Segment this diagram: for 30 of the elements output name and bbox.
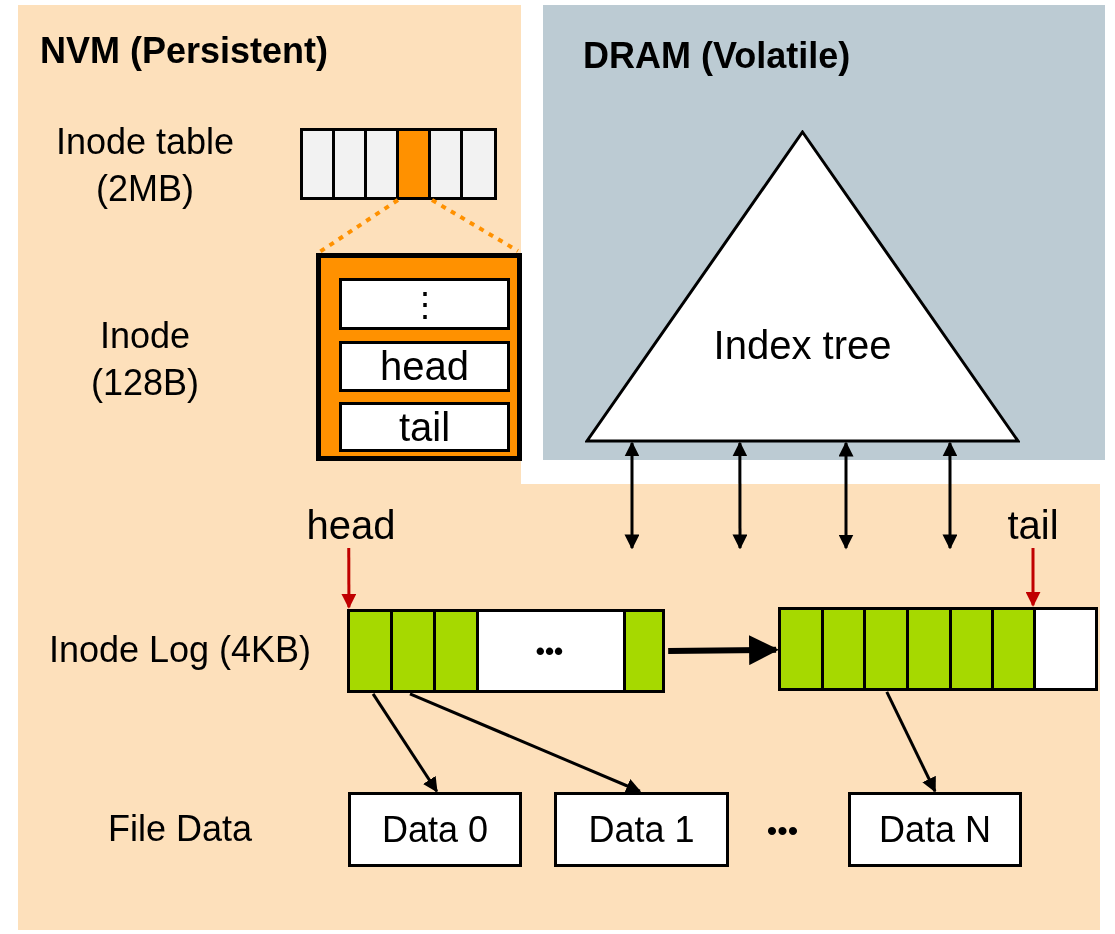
arrow: [409, 692, 642, 793]
data-block: Data N: [848, 792, 1022, 867]
dotted-line: [430, 198, 519, 253]
dram-region: [543, 5, 1105, 460]
arrow: [885, 691, 937, 793]
data-block: Data 0: [348, 792, 522, 867]
arrow: [942, 441, 958, 550]
arrow: [371, 693, 438, 793]
pointer-label: head: [306, 502, 396, 548]
inode-field: tail: [339, 402, 510, 452]
part-label: Inode (128B): [89, 313, 201, 405]
arrow: [838, 441, 854, 550]
arrow: [732, 441, 748, 550]
part-label: Inode table (2MB): [54, 119, 236, 211]
region-title: DRAM (Volatile): [583, 35, 851, 77]
inode-field: ⋮: [339, 278, 510, 330]
inode-box: [316, 253, 522, 461]
arrow: [668, 635, 780, 666]
arrow: [624, 441, 640, 550]
region-title: NVM (Persistent): [40, 30, 329, 72]
ellipsis-text: •••: [535, 635, 564, 667]
part-label: Inode Log (4KB): [48, 627, 312, 672]
part-label: File Data: [107, 806, 253, 851]
tree-label: Index tree: [713, 322, 892, 368]
data-block: Data 1: [554, 792, 729, 867]
inode-field: head: [339, 341, 510, 392]
pointer-label: tail: [1007, 502, 1059, 548]
arrow: [341, 548, 357, 609]
ellipsis-text: •••: [766, 812, 799, 849]
arrow: [1025, 548, 1041, 607]
